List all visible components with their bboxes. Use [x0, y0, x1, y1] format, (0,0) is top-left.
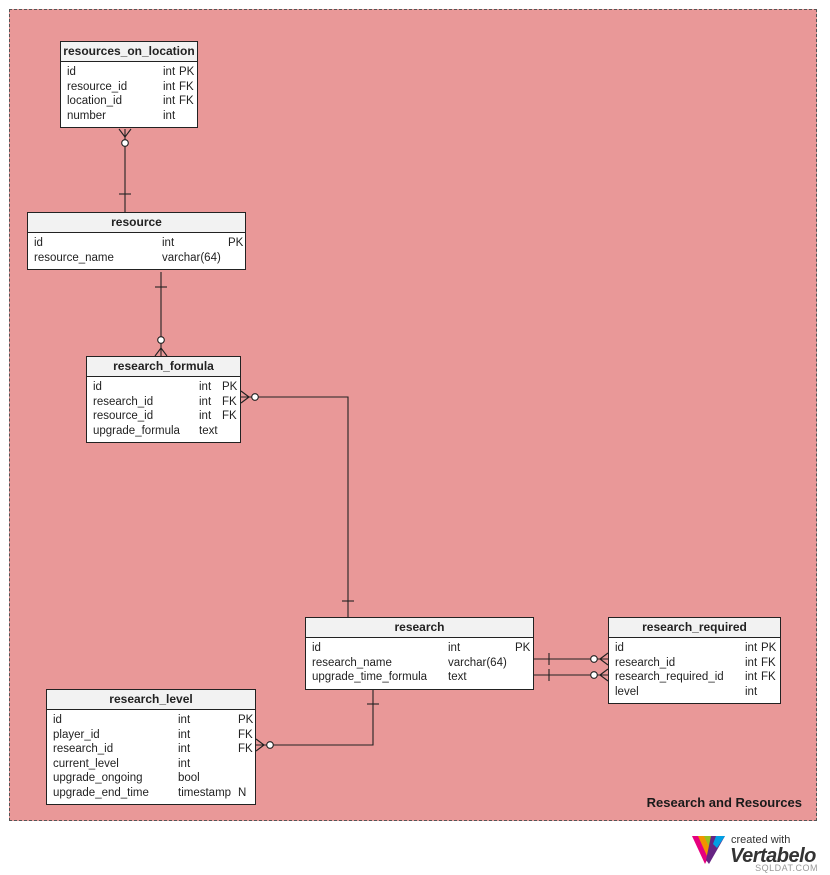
table-column-row: id int PK [67, 66, 195, 78]
table-column-row: id int PK [312, 642, 531, 654]
table-resources-on-location[interactable]: resources_on_location id int PK resource… [60, 41, 198, 128]
table-header: research_required [609, 618, 780, 638]
table-column-row: current_level int [53, 757, 191, 770]
table-column-row: upgrade_time_formula text [312, 671, 467, 683]
area-title: Research and Resources [646, 795, 802, 810]
table-header: research [306, 618, 533, 638]
table-column-row: upgrade_ongoing bool [53, 772, 200, 784]
table-header: research_level [47, 690, 255, 710]
table-column-row: level int [615, 685, 758, 698]
table-column-row: research_id int FK [53, 743, 253, 755]
table-research-formula[interactable]: research_formula id int PK research_id i… [86, 356, 241, 443]
table-column-row: id int PK [34, 237, 244, 249]
table-research-level[interactable]: research_level id int PK player_id int F… [46, 689, 256, 805]
vertabelo-logo-icon [692, 836, 725, 864]
vertabelo-logo: created with Vertabelo [692, 832, 822, 868]
table-column-row: research_required_id int FK [615, 671, 776, 683]
table-column-row: resource_name varchar(64) [34, 251, 221, 264]
table-column-row: number int [67, 109, 176, 122]
table-column-row: upgrade_formula text [93, 424, 218, 437]
table-column-row: id int PK [93, 381, 238, 393]
table-column-row: id int PK [615, 642, 777, 654]
table-research[interactable]: research id int PK research_name varchar… [305, 617, 534, 690]
table-column-row: resource_id int FK [93, 410, 237, 422]
table-column-row: player_id int FK [53, 728, 253, 741]
logo-brand: Vertabelo [730, 845, 816, 867]
table-column-row: id int PK [53, 714, 254, 726]
table-column-row: upgrade_end_time timestamp N [53, 786, 247, 799]
table-header: research_formula [87, 357, 240, 377]
table-research-required[interactable]: research_required id int PK research_id … [608, 617, 781, 704]
table-header: resources_on_location [61, 42, 197, 62]
logo-created-with: created with [731, 834, 791, 846]
table-resource[interactable]: resource id int PK resource_name varchar… [27, 212, 246, 270]
table-column-row: resource_id int FK [67, 80, 194, 93]
table-column-row: research_id int FK [93, 395, 237, 408]
watermark: SQLDAT.COM [755, 863, 818, 873]
table-header: resource [28, 213, 245, 233]
table-column-row: location_id int FK [67, 95, 194, 107]
table-column-row: research_name varchar(64) [312, 656, 507, 669]
table-column-row: research_id int FK [615, 656, 776, 669]
